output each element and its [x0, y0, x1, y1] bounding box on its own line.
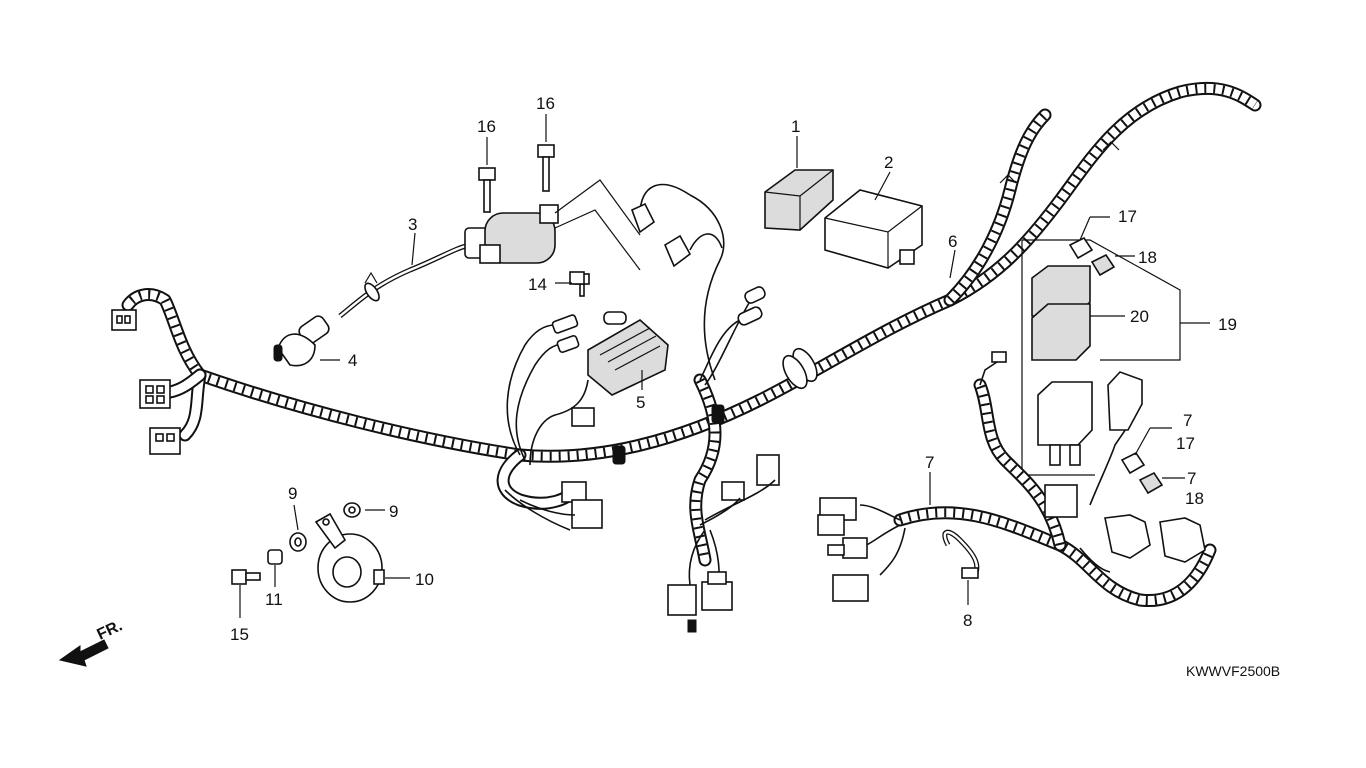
diagram-code: KWWVF2500B	[1186, 663, 1280, 679]
washer-9a	[289, 532, 307, 552]
part-1-box	[764, 169, 834, 231]
callout-1: 1	[791, 117, 800, 136]
callout-7-harness: 7	[925, 453, 934, 472]
callout-17-lower: 17	[1176, 434, 1195, 453]
callout-9-left: 9	[288, 484, 297, 503]
callout-20: 20	[1130, 307, 1149, 326]
front-arrow: FR.	[58, 617, 126, 667]
callout-4: 4	[348, 351, 357, 370]
collar-11	[267, 549, 283, 565]
callout-18-lower: 18	[1185, 489, 1204, 508]
bolt-15	[231, 569, 261, 585]
front-arrow-label: FR.	[95, 617, 126, 643]
callout-14: 14	[528, 275, 547, 294]
horn	[314, 512, 385, 603]
bolt-16a	[478, 167, 496, 213]
part-2-box	[824, 189, 923, 269]
callout-11: 11	[265, 590, 283, 609]
callout-15: 15	[230, 625, 249, 644]
callout-5: 5	[636, 393, 645, 412]
sub-harness	[817, 351, 1217, 608]
callout-18-upper: 18	[1138, 248, 1157, 267]
left-connectors	[111, 309, 181, 455]
callout-7-relay-upper: 7	[1183, 411, 1192, 430]
callout-3: 3	[408, 215, 417, 234]
bolt-14	[569, 271, 585, 285]
callout-16-right: 16	[536, 94, 555, 113]
regulator-rectifier	[574, 273, 669, 396]
callout-numbers: 1 2 3 4 5 6 7 7 7 8 9 9 10 11 14 15 16 1…	[230, 94, 1237, 644]
callout-7-relay-lower: 7	[1187, 469, 1196, 488]
lower-center-connectors	[667, 454, 780, 633]
washer-9b	[343, 502, 361, 518]
fuse-17a	[1068, 236, 1094, 260]
callout-leaders	[239, 114, 1210, 618]
band-clamp	[942, 529, 980, 579]
relay-group	[1021, 239, 1181, 476]
connector-leads	[504, 183, 766, 531]
fuse-18b	[1138, 471, 1164, 495]
callout-2: 2	[884, 153, 893, 172]
bolt-16b	[537, 144, 555, 192]
callout-19: 19	[1218, 315, 1237, 334]
callout-8: 8	[963, 611, 972, 630]
callout-10: 10	[415, 570, 434, 589]
callout-17-upper: 17	[1118, 207, 1137, 226]
callout-6: 6	[948, 232, 957, 251]
callout-9-right: 9	[389, 502, 398, 521]
ignition-coil	[273, 179, 641, 367]
fuse-17b	[1120, 451, 1146, 475]
fuse-18a	[1090, 253, 1116, 277]
callout-16-left: 16	[477, 117, 496, 136]
